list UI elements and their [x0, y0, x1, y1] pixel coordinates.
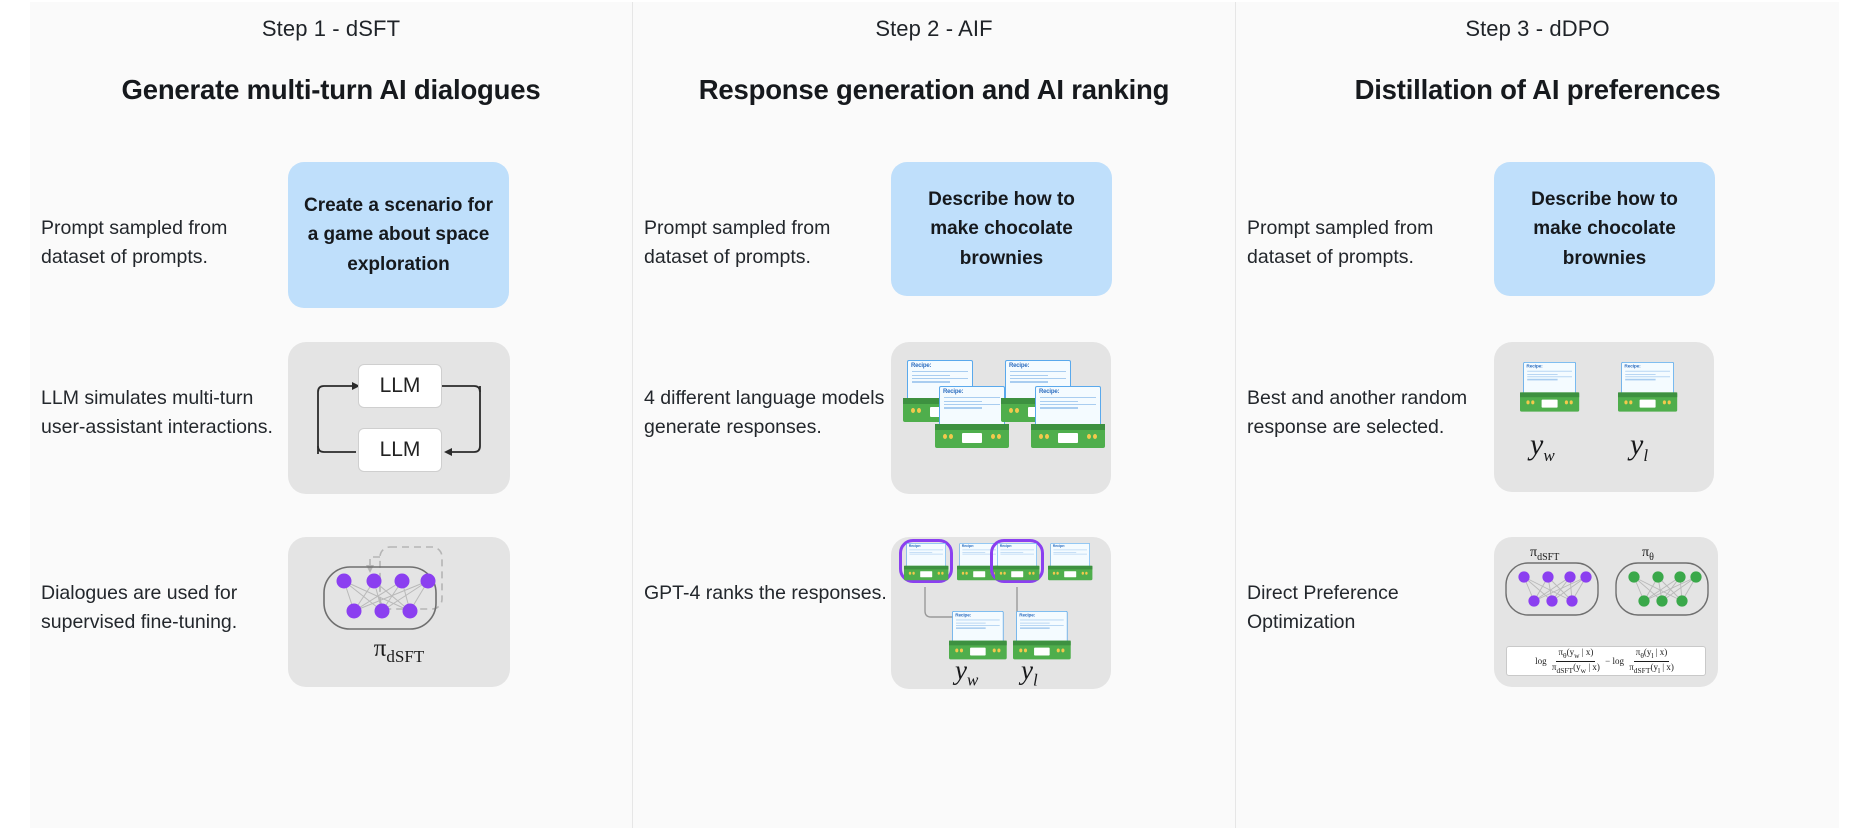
dpo-frac-winner: πθ(yw | x) πdSFT(yw | x): [1551, 647, 1600, 675]
recipe-card-4: Recipe:: [1031, 386, 1105, 448]
ranking-panel: Recipe: Recipe: Recipe:: [891, 537, 1111, 689]
rank-card-4: Recipe:: [1048, 543, 1093, 581]
llm-loop-arrows-icon: [317, 382, 481, 456]
label-y-winner: yw: [955, 655, 979, 690]
recipe-card-2: Recipe:: [935, 386, 1009, 448]
row-3-1: Prompt sampled from dataset of prompts. …: [1236, 162, 1839, 310]
llm-node-top: LLM: [358, 364, 442, 408]
row-text-2-1: Prompt sampled from dataset of prompts.: [644, 217, 831, 268]
row-2-1: Prompt sampled from dataset of prompts. …: [633, 162, 1236, 310]
rank-card-3: Recipe:: [995, 543, 1040, 581]
label-y-loser: yl: [1021, 655, 1038, 690]
row-text-1-2: LLM simulates multi-turn user-assistant …: [41, 387, 273, 438]
row-1-2: LLM simulates multi-turn user-assistant …: [30, 342, 633, 494]
selected-card-winner: Recipe:: [1520, 362, 1580, 412]
row-1-3: Dialogues are used for supervised fine-t…: [30, 537, 633, 687]
row-2-2: 4 different language models generate res…: [633, 342, 1236, 494]
recipe-paper: Recipe:: [939, 386, 1005, 430]
rank-card-1: Recipe:: [904, 543, 949, 581]
selected-card-loser: Recipe:: [1618, 362, 1678, 412]
llm-loop-panel: LLM LLM: [288, 342, 510, 494]
selected-pair-panel: Recipe: Recipe: yw y: [1494, 342, 1714, 492]
selected-ring-1: [899, 539, 953, 583]
row-text-2-3: GPT-4 ranks the responses.: [644, 582, 887, 604]
row-art-2-3: Recipe: Recipe: Recipe:: [891, 537, 1225, 689]
step-label-3: Step 3 - dDPO: [1465, 16, 1610, 41]
row-text-3-1: Prompt sampled from dataset of prompts.: [1247, 217, 1434, 268]
selected-ring-2: [990, 539, 1044, 583]
recipe-paper: Recipe:: [1035, 386, 1101, 430]
neural-network-icon: [323, 546, 443, 630]
dpo-frac-loser: πθ(yl | x) πdSFT(yl | x): [1629, 647, 1674, 675]
column-step-2: Step 2 - AIF Response generation and AI …: [633, 2, 1236, 828]
step-label-1: Step 1 - dSFT: [261, 16, 401, 41]
row-art-1-2: LLM LLM: [288, 342, 622, 494]
column-step-3: Step 3 - dDPO Distillation of AI prefere…: [1236, 2, 1839, 828]
result-card-loser: Recipe:: [1013, 611, 1071, 660]
dpo-label-theta: πθ: [1642, 545, 1654, 563]
prompt-bubble-3: Describe how to make chocolate brownies: [1494, 162, 1715, 296]
row-art-3-3: πdSFT πθ: [1494, 537, 1828, 687]
row-text-2-2: 4 different language models generate res…: [644, 387, 885, 438]
prompt-bubble-1: Create a scenario for a game about space…: [288, 162, 509, 308]
row-art-2-2: Recipe: Recipe:: [891, 342, 1225, 494]
column-title-2: Response generation and AI ranking: [698, 74, 1170, 105]
row-2-3: GPT-4 ranks the responses. Recipe:: [633, 537, 1236, 689]
dpo-formula: log πθ(yw | x) πdSFT(yw | x) − log πθ(yl…: [1506, 646, 1706, 676]
row-art-1-1: Create a scenario for a game about space…: [288, 162, 622, 308]
dpo-networks-icon: [1505, 562, 1709, 616]
step-label-2: Step 2 - AIF: [875, 16, 993, 41]
column-step-1: Step 1 - dSFT Generate multi-turn AI dia…: [30, 2, 633, 828]
row-1-1: Prompt sampled from dataset of prompts. …: [30, 162, 633, 310]
model-label-dsft: πdSFT: [373, 635, 425, 666]
column-title-1: Generate multi-turn AI dialogues: [121, 74, 541, 105]
recipe-cards-panel: Recipe: Recipe:: [891, 342, 1111, 494]
row-text-3-2: Best and another random response are sel…: [1247, 387, 1468, 438]
column-title-3: Distillation of AI preferences: [1354, 74, 1721, 105]
row-art-1-3: πdSFT: [288, 537, 622, 687]
prompt-bubble-2: Describe how to make chocolate brownies: [891, 162, 1112, 296]
row-text-1-1: Prompt sampled from dataset of prompts.: [41, 217, 228, 268]
row-3-2: Best and another random response are sel…: [1236, 342, 1839, 494]
row-art-3-1: Describe how to make chocolate brownies: [1494, 162, 1828, 296]
row-3-3: Direct Preference Optimization πdSFT πθ: [1236, 537, 1839, 687]
row-art-2-1: Describe how to make chocolate brownies: [891, 162, 1225, 296]
label-yl: yl: [1630, 428, 1649, 465]
row-art-3-2: Recipe: Recipe: yw y: [1494, 342, 1828, 492]
row-text-1-3: Dialogues are used for supervised fine-t…: [41, 582, 238, 633]
dpo-panel: πdSFT πθ: [1494, 537, 1718, 687]
columns-container: Step 1 - dSFT Generate multi-turn AI dia…: [30, 2, 1839, 828]
neural-net-panel: πdSFT: [288, 537, 510, 687]
dpo-label-dsft: πdSFT: [1530, 545, 1560, 563]
row-text-3-3: Direct Preference Optimization: [1247, 582, 1399, 633]
result-card-winner: Recipe:: [949, 611, 1007, 660]
llm-node-bottom: LLM: [358, 428, 442, 472]
label-yw: yw: [1530, 428, 1555, 465]
